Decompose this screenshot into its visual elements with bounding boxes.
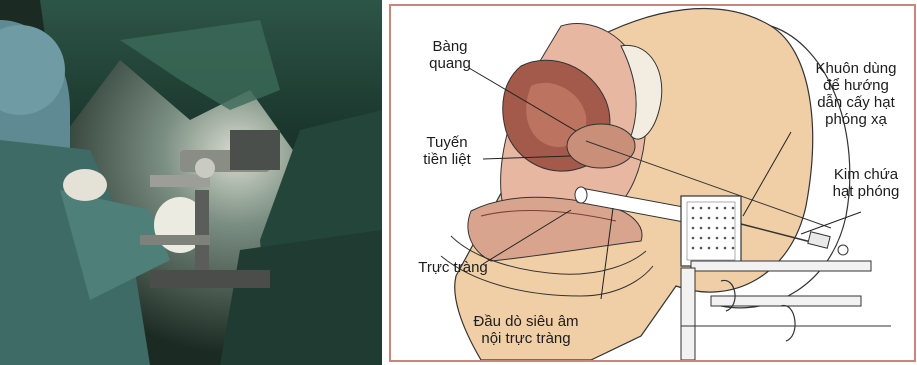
label-prostate: Tuyến tiền liệt xyxy=(401,134,493,168)
label-needle: Kim chứa hạt phóng xyxy=(821,166,911,200)
label-probe: Đầu dò siêu âm nội trực tràng xyxy=(451,313,601,347)
label-bladder: Bàng quang xyxy=(413,38,487,72)
label-rectum: Trực tràng xyxy=(403,259,503,276)
surgery-photo-art xyxy=(0,0,382,365)
surgery-photo xyxy=(0,0,382,365)
brachytherapy-diagram: Bàng quang Tuyến tiền liệt Trực tràng Đầ… xyxy=(389,4,916,362)
template-grid xyxy=(681,196,741,266)
label-template: Khuôn dùng để hướng dẫn cấy hạt phóng xạ xyxy=(801,60,911,128)
